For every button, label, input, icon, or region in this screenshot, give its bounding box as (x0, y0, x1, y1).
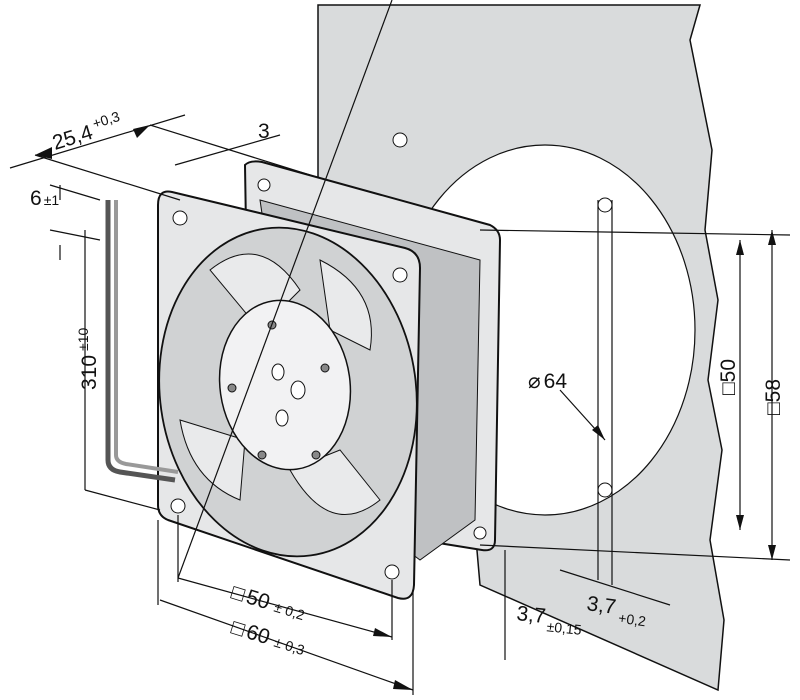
dim-hole-fan: 3,7±0,15 (515, 602, 584, 638)
mount-hole (392, 267, 408, 283)
dim-flange: 3 (258, 120, 270, 143)
fan-blade (319, 259, 372, 351)
mount-hole (172, 210, 188, 226)
lead-wires (105, 200, 176, 483)
rotor-hub (218, 299, 352, 471)
fan-blade (289, 449, 381, 515)
dim-panel-hole-spacing: □50 (717, 359, 740, 395)
arrowheads (35, 125, 776, 690)
dim-cutout-diameter: ⌀64 (528, 370, 567, 393)
panel-hole (597, 197, 613, 213)
dim-hole-panel: 3,7+0,2 (584, 592, 648, 629)
dimension-lines (9, 0, 791, 695)
dim-frame-square: □60± 0,3 (229, 616, 309, 660)
back-hole (257, 178, 271, 192)
dim-depth: 25,4+0,3 (49, 108, 125, 155)
mount-hole (170, 498, 186, 514)
mount-hole (384, 564, 400, 580)
panel-hole (597, 482, 613, 498)
back-hole (473, 526, 487, 540)
dim-lead-offset: 6±1 (30, 187, 59, 210)
panel-hole (392, 132, 408, 148)
dim-lead-length: 310±10 (75, 327, 101, 390)
lead-wire (114, 200, 179, 474)
dim-panel-square: □58 (762, 379, 785, 415)
